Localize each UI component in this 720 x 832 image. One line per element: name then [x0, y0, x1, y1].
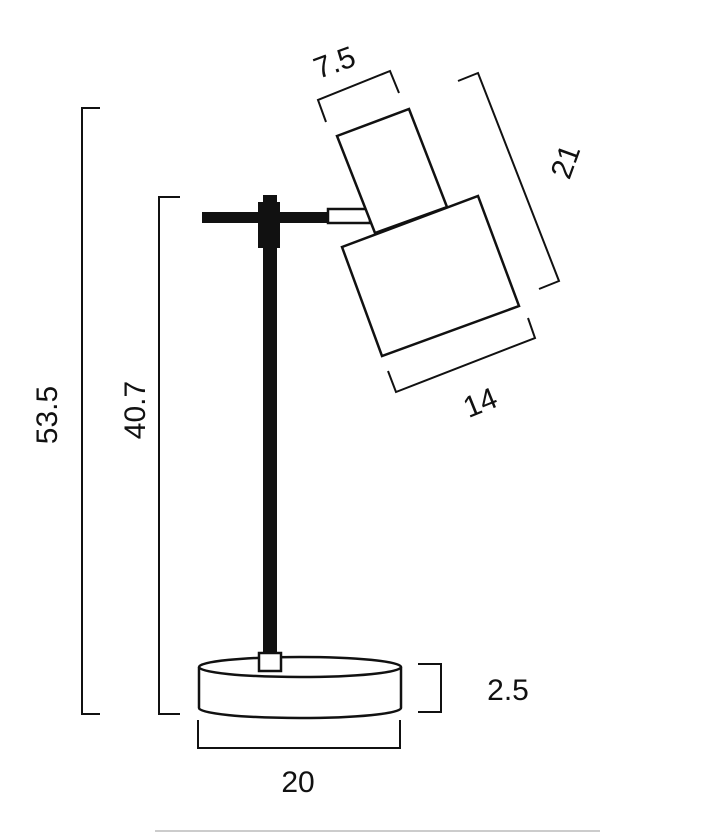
arm-height-bracket: [158, 196, 180, 715]
base-diameter-label: 20: [281, 766, 314, 799]
total-height-bracket: [81, 107, 100, 715]
shade-width-label: 14: [459, 382, 502, 425]
shade-width-bracket: [387, 317, 537, 394]
shade-length-bracket: [457, 71, 561, 290]
arm-height-label: 40.7: [119, 381, 152, 439]
base-height-label: 2.5: [487, 674, 529, 707]
base-diameter-bracket: [197, 720, 401, 749]
shade-length-label: 21: [545, 140, 587, 183]
shade-top-width-bracket: [316, 69, 400, 123]
base-height-bracket: [418, 663, 442, 713]
shade-top-width-label: 7.5: [310, 40, 360, 85]
lamp-stem: [202, 195, 372, 660]
lamp-shade: [335, 107, 521, 358]
total-height-label: 53.5: [31, 386, 64, 444]
lamp-base: [197, 651, 403, 720]
